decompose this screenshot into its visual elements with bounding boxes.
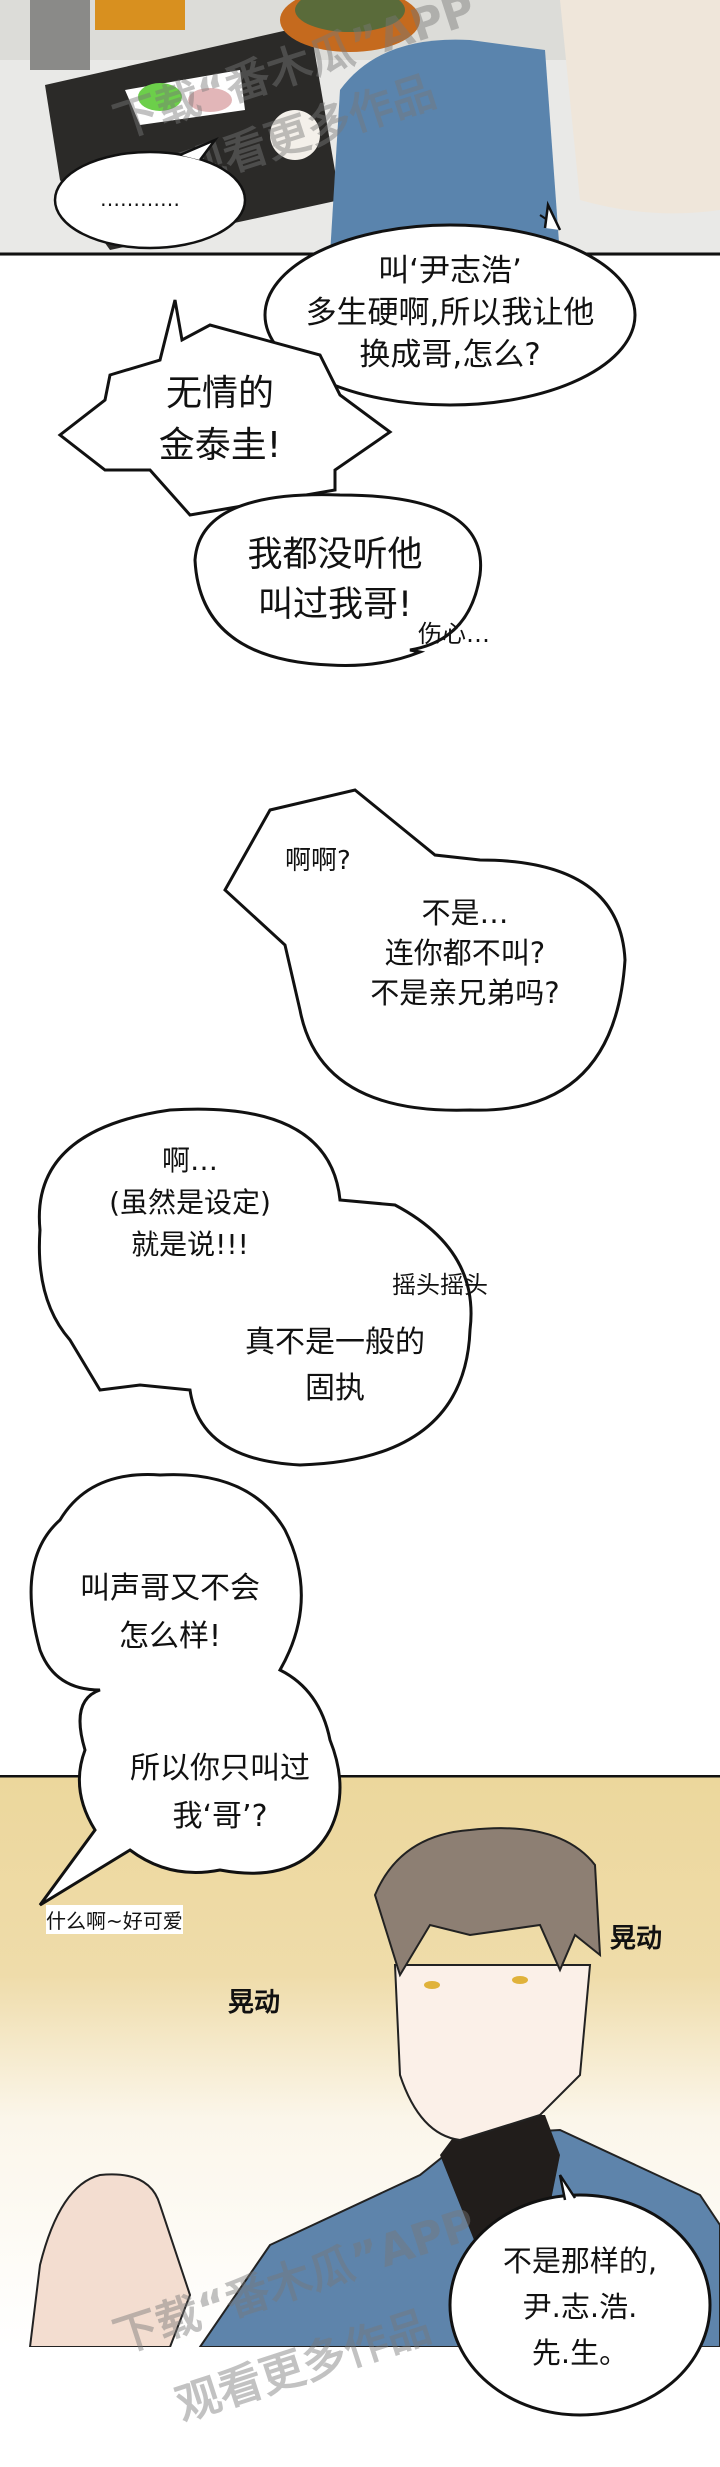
fist — [28, 2173, 192, 2348]
lettuce — [138, 83, 182, 111]
sfx-shake-head: 摇头摇头 — [392, 1271, 488, 1299]
aside-text: 什么啊~好可爱 — [46, 1905, 183, 1934]
bubble-spiky-text: 无情的 金泰圭! — [158, 373, 282, 466]
hair — [373, 1827, 602, 1978]
blue-shirt-person — [330, 39, 560, 257]
panel-1-restaurant-scene: 下载“番木瓜”APP 观看更多作品 — [0, 0, 720, 257]
bubble-c-text: 我都没听他 叫过我哥! — [247, 535, 423, 625]
beige-person — [560, 0, 720, 214]
sfx-shake-right: 晃动 — [610, 1924, 663, 1954]
sfx-shake-left: 晃动 — [228, 1988, 281, 2018]
left-eye — [424, 1981, 440, 1989]
chair — [30, 0, 90, 70]
bubble-ellipsis-text: ………… — [100, 187, 180, 211]
sfx-sad: 伤心… — [418, 620, 490, 648]
panel-1-art — [0, 0, 720, 257]
face — [393, 1964, 592, 2142]
bubble-e-text-1: 啊… (虽然是设定) 就是说!!! — [109, 1144, 271, 1261]
bubble-d-text-1: 啊啊? — [285, 846, 351, 876]
bubble-d-text-2: 不是… 连你都不叫? 不是亲兄弟吗? — [370, 896, 560, 1010]
right-eye — [512, 1976, 528, 1984]
bubble-final-text: 不是那样的, 尹.志.浩. 先.生。 — [502, 2244, 658, 2370]
meat — [188, 88, 232, 112]
cloud-text-1: 叫声哥又不会 怎么样! — [80, 1571, 260, 1654]
bubble-a-text: 叫‘尹志浩’ 多生硬啊,所以我让他 换成哥,怎么? — [305, 253, 595, 373]
bubble-e-text-2: 真不是一般的 固执 — [245, 1325, 425, 1406]
cloud-text-2: 所以你只叫过 我‘哥’? — [130, 1751, 310, 1834]
